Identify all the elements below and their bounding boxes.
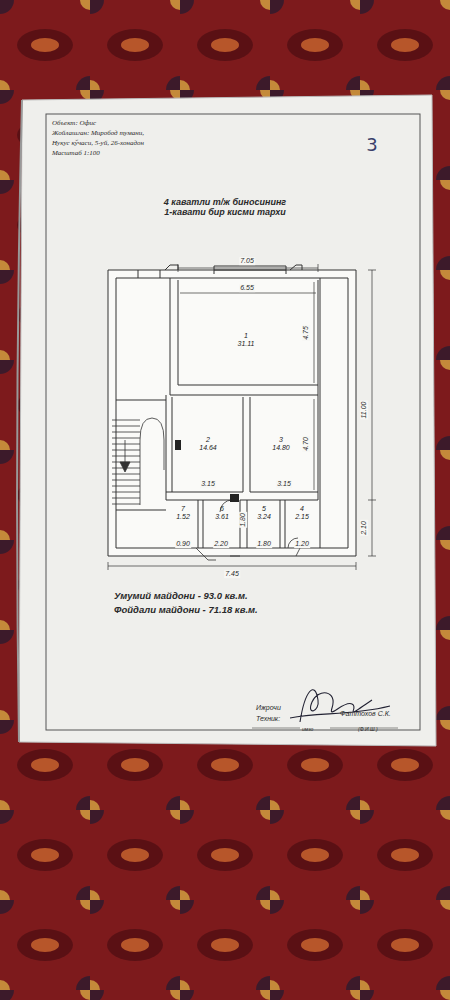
room: 42.15	[286, 501, 318, 539]
dimension: 3.15	[276, 480, 292, 488]
room-area: 14.80	[272, 444, 290, 452]
dimension: 7.05	[239, 257, 255, 265]
room-area: 1.52	[176, 513, 190, 521]
room: 131.11	[180, 297, 312, 383]
room-number: 7	[181, 505, 185, 513]
signature-note: (Ф.И.Ш.)	[358, 727, 378, 733]
area-summary: Умумий майдони - 93.0 кв.м.	[114, 591, 248, 601]
dimension: 3.15	[200, 480, 216, 488]
dimension: 4.70	[302, 436, 310, 452]
header-line: Масштаб 1:100	[52, 150, 100, 158]
signature-name: Фаттохов С.К.	[340, 710, 391, 718]
room-number: 6	[220, 505, 224, 513]
dimension: 2.20	[213, 540, 229, 548]
dimension: 2.10	[360, 520, 368, 536]
plan-title: 4 каватли т/ж биносининг 1-кавати бир ки…	[160, 198, 290, 218]
room-number: 2	[206, 436, 210, 444]
room-area: 14.64	[199, 444, 217, 452]
room-area: 2.15	[295, 513, 309, 521]
room: 71.52	[168, 501, 198, 539]
dimension: 7.45	[224, 570, 240, 578]
dimension: 6.55	[239, 284, 255, 292]
header-line: Жойлашган: Миробод тумани,	[52, 130, 144, 138]
dimension: 1.80	[256, 540, 272, 548]
header-line: Объект: Офис	[52, 120, 96, 128]
room-area: 3.24	[257, 513, 271, 521]
dimension: 4.75	[302, 325, 310, 341]
room-area: 3.61	[215, 513, 229, 521]
area-summary: Фойдали майдони - 71.18 кв.м.	[114, 605, 258, 615]
signature-caption: Ижрочи	[256, 704, 281, 712]
room: 63.61	[204, 501, 240, 539]
room-area: 31.11	[238, 340, 255, 348]
room-number: 3	[279, 436, 283, 444]
room: 53.24	[248, 501, 280, 539]
room-number: 5	[262, 505, 266, 513]
room-number: 1	[244, 332, 248, 340]
dimension: 11.00	[360, 401, 368, 420]
header-line: Нукус кўчаси, 5-уй, 26-хонадон	[52, 140, 144, 148]
page-number: 3	[366, 135, 377, 155]
signature-note: имзо	[302, 727, 313, 733]
dimension: 1.20	[294, 540, 310, 548]
signature-caption: Техник:	[256, 715, 280, 723]
dimension: 1.80	[239, 512, 247, 528]
room-number: 4	[300, 505, 304, 513]
room: 214.64	[174, 397, 242, 491]
dimension: 0.90	[175, 540, 191, 548]
